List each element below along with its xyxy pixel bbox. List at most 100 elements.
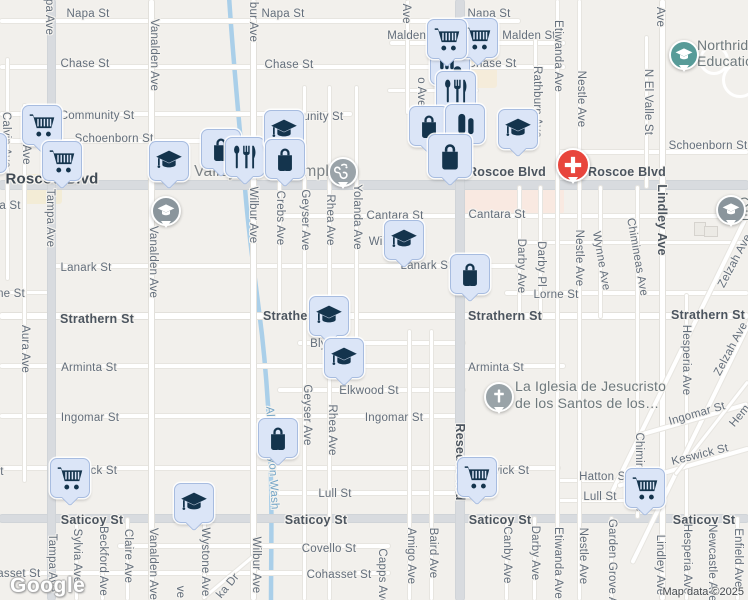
grad-icon (505, 118, 531, 136)
road (556, 0, 559, 600)
street-label: Elkwood St (339, 385, 399, 397)
bag-icon (442, 144, 458, 170)
street-label: Vanalden Ave (148, 18, 160, 92)
shopping-bag-pin[interactable] (428, 134, 472, 178)
street-label: Darby Ave (529, 525, 541, 581)
street-label: Vanalden Ave (147, 225, 159, 299)
road (505, 517, 508, 600)
shopping-bag-pin[interactable] (0, 133, 7, 173)
road (298, 341, 465, 345)
grad-icon (316, 305, 342, 323)
google-logo[interactable]: Google (10, 574, 86, 597)
street-label: Geyser Ave (301, 384, 313, 446)
school-pin[interactable] (149, 141, 189, 181)
road (0, 571, 390, 575)
shopping-cart-pin[interactable] (42, 141, 82, 181)
road (518, 186, 521, 318)
restaurant-pin[interactable] (225, 137, 265, 177)
street-label: Geyser Ave (299, 189, 311, 251)
school-pin[interactable] (309, 296, 349, 336)
restaurant-icon (445, 79, 467, 103)
hindu-temple-pin[interactable] (328, 157, 358, 187)
road (558, 479, 660, 482)
school-pin[interactable] (324, 338, 364, 378)
road (278, 388, 465, 392)
shopping-bag-pin[interactable] (450, 254, 490, 294)
road (556, 499, 664, 502)
road (355, 86, 358, 344)
street-label: Wystone Ave (199, 527, 211, 597)
cart-icon (434, 28, 460, 51)
road (456, 0, 464, 600)
cart-icon (49, 150, 75, 173)
road (408, 330, 411, 600)
road (0, 19, 520, 23)
street-label: ve (174, 585, 186, 599)
street-label: a St (0, 200, 21, 212)
street-label: Nestle Ave (573, 229, 585, 287)
school-pin[interactable] (384, 220, 424, 260)
shopping-cart-pin[interactable] (427, 19, 467, 59)
street-label: Strathern St (468, 309, 542, 323)
street-label: pa Ave (43, 0, 55, 36)
street-label: bur Ave (247, 1, 259, 43)
road (0, 112, 352, 116)
shopping-cart-pin[interactable] (50, 458, 90, 498)
street-label: Darby Pl (535, 241, 547, 287)
street-label: Tampa Ave (44, 188, 56, 248)
gradw-icon (157, 204, 175, 216)
school-pin[interactable] (498, 109, 538, 149)
street-label: Wilbur Ave (247, 186, 259, 244)
poi-label: La Iglesia de Jesucristo (515, 378, 667, 394)
road (388, 89, 478, 92)
street-label: Enfield Ave (732, 528, 744, 588)
church-pin[interactable] (484, 382, 514, 412)
street-label: Amigo Ave (405, 527, 417, 585)
education-pin[interactable] (669, 40, 699, 70)
school-pin[interactable] (174, 483, 214, 523)
street-label: Community St (59, 110, 135, 122)
road-loop (722, 62, 748, 98)
road (0, 139, 256, 143)
street-label: Cohasset St (306, 569, 372, 581)
street-label: Garden Grove Ave (606, 518, 618, 600)
grad-icon (391, 229, 417, 247)
shopping-bag-pin[interactable] (258, 418, 298, 458)
cart-icon (465, 27, 491, 50)
road (75, 518, 78, 600)
street-label: Roscoe Blvd (588, 165, 666, 179)
shopping-cart-pin[interactable] (625, 468, 665, 508)
street-label: Schoenborn St (668, 140, 748, 152)
street-label: Ingomar St (364, 412, 424, 424)
grad-icon (271, 119, 297, 137)
street-label: Napa St (261, 8, 305, 20)
grad-icon (156, 150, 182, 168)
shopping-bag-pin[interactable] (265, 139, 305, 179)
hospital-pin[interactable] (556, 148, 590, 182)
shopping-cart-pin[interactable] (22, 105, 62, 145)
poi-label: Northridge (697, 37, 748, 53)
street-label: Strathern St (60, 312, 134, 326)
road (505, 291, 748, 295)
street-label: Napa St (467, 8, 511, 20)
bag-icon (278, 148, 292, 171)
street-label: Nestle Ave (575, 70, 587, 128)
street-label: Lull St (583, 491, 617, 503)
street-label: Arminta St (468, 362, 524, 374)
street-label: Saticoy St (672, 513, 736, 527)
street-label: Darby Ave (515, 238, 527, 294)
cart-icon (632, 477, 658, 500)
street-label: Schoenborn St (74, 133, 154, 145)
education-pin[interactable] (151, 196, 181, 226)
street-label: Hesperia Ave (680, 324, 692, 396)
building-footprint (704, 226, 718, 237)
street-label: Cohasset St (0, 568, 41, 580)
education-pin[interactable] (716, 195, 746, 225)
road (48, 0, 55, 600)
road (278, 139, 281, 319)
shopping-cart-pin[interactable] (457, 457, 497, 497)
street-label: Roscoe Blvd (468, 165, 546, 179)
street-label: Lanark St (400, 260, 452, 272)
street-label: Saticoy St (468, 513, 532, 527)
